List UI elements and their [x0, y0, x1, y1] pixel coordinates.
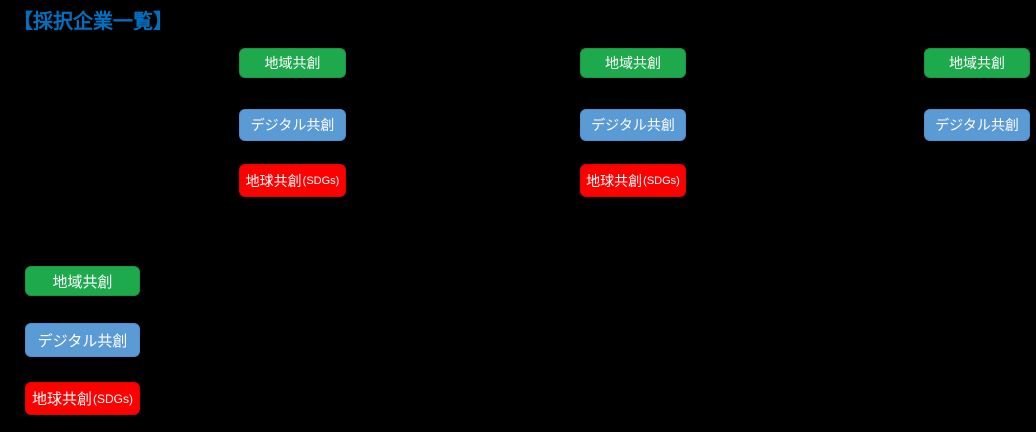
badge-label-suffix: (SDGs): [643, 174, 680, 187]
page-title: 【採択企業一覧】: [13, 11, 173, 33]
badge-digital-cocreation: デジタル共創: [25, 323, 140, 357]
badge-label: デジタル共創: [37, 332, 128, 350]
badge-label: 地域共創: [264, 55, 321, 71]
badge-regional-cocreation: 地域共創: [580, 48, 686, 78]
badge-label: 地域共創: [605, 55, 661, 71]
badge-regional-cocreation: 地域共創: [239, 48, 346, 78]
badge-global-cocreation-sdgs: 地球共創 (SDGs): [580, 164, 686, 197]
badge-label: 地域共創: [52, 273, 113, 291]
badge-regional-cocreation: 地域共創: [25, 266, 140, 296]
badge-digital-cocreation: デジタル共創: [239, 109, 346, 141]
badge-label: 地球共創: [31, 391, 92, 408]
badge-label-suffix: (SDGs): [93, 391, 133, 406]
badge-global-cocreation-sdgs: 地球共創 (SDGs): [25, 382, 140, 415]
badge-digital-cocreation: デジタル共創: [580, 109, 686, 141]
badge-digital-cocreation: デジタル共創: [924, 109, 1030, 141]
badge-label: 地球共創: [586, 172, 643, 189]
badge-label: 地球共創: [245, 172, 302, 189]
badge-label: デジタル共創: [250, 117, 335, 133]
badge-label: デジタル共創: [591, 117, 675, 133]
badge-regional-cocreation: 地域共創: [924, 48, 1030, 78]
badge-label: デジタル共創: [935, 117, 1019, 133]
badge-global-cocreation-sdgs: 地球共創 (SDGs): [239, 164, 346, 197]
badge-label-suffix: (SDGs): [302, 174, 340, 187]
badge-label: 地域共創: [949, 55, 1005, 71]
